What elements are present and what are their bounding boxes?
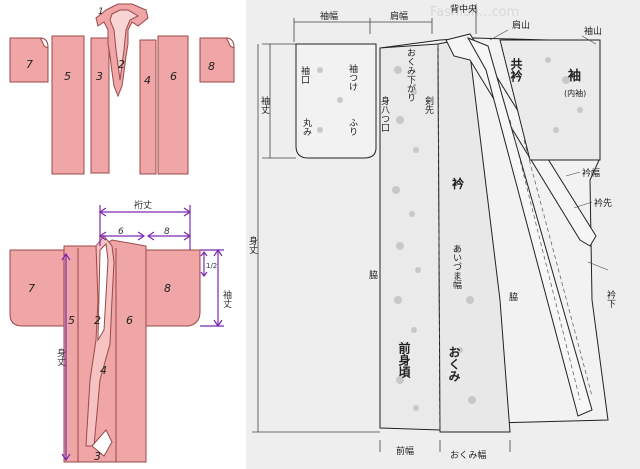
label-maru-mi: 丸み (301, 117, 312, 136)
piece-8 (199, 37, 235, 83)
label-mae-haba: 前幅 (396, 445, 414, 457)
label-eri-haba: 衿幅 (582, 167, 600, 179)
cut-piece-numbers: 7 5 3 2 1 4 6 8 (26, 7, 215, 87)
piece-number: 2 (94, 314, 101, 327)
label-eri-shita: 衿下 (605, 289, 616, 309)
top-dimensions (293, 4, 477, 42)
label-waki-right: 脇 (507, 292, 518, 302)
label-eri: 衿 (452, 176, 464, 191)
left-dimensions (252, 43, 380, 433)
piece-number: 4 (144, 74, 151, 87)
assembled-dimension-labels: 裄丈 6 8 袖丈 1/2 身丈 (55, 199, 232, 367)
left-sleeve (9, 249, 65, 327)
label-sode: 袖 (568, 68, 581, 84)
dim-6-label: 6 (118, 227, 124, 237)
left-sleeve-outline (295, 43, 377, 159)
label-sode-tsuke: 袖つけ (347, 63, 358, 91)
sleeve-length-label: 袖丈 (259, 95, 270, 115)
cut-pieces-diagram (9, 3, 235, 175)
leader-lines (489, 29, 609, 271)
assembled-piece-numbers: 7 5 2 6 4 8 3 (28, 282, 171, 463)
shoulder-width-label: 肩幅 (390, 10, 408, 22)
label-mi-yatsu-kuchi: 身八つ口 (379, 95, 390, 132)
dim-half-label: 1/2 (206, 262, 217, 270)
assembled-kimono (9, 235, 201, 463)
piece-number: 7 (26, 58, 33, 71)
floral-pattern (317, 57, 583, 411)
dim-body-length-label: 身丈 (55, 347, 66, 367)
label-sode-guchi: 袖口 (299, 65, 310, 84)
piece-number: 8 (208, 60, 215, 73)
piece-4 (139, 39, 157, 175)
piece-number: 5 (68, 314, 75, 327)
label-waki-left: 脇 (367, 270, 378, 280)
piece-number: 3 (96, 70, 103, 83)
diagram-labels: 肩山 袖山 共衿 袖 (内袖) 袖口 袖つけ おくみ下がり 丸み ふり 身八つ口… (299, 19, 616, 461)
piece-number: 1 (98, 7, 104, 17)
bottom-dimensions (379, 440, 511, 452)
label-mae-mi-goro: 前身頃 (397, 341, 411, 379)
dim-8-label: 8 (164, 227, 170, 237)
front-overlap-fold (91, 429, 113, 457)
body-length-label: 身丈 (247, 235, 258, 255)
label-sode-yama: 袖山 (584, 25, 602, 37)
piece-number: 3 (94, 450, 101, 463)
sleeve-width-label: 袖幅 (320, 10, 338, 22)
piece-number: 6 (170, 70, 177, 83)
right-sleeve-outline (499, 39, 601, 161)
label-aizuma-haba: あいづま幅 (451, 244, 462, 290)
label-eri-saki: 衿先 (594, 197, 612, 209)
label-tomo-eri: 共衿 (509, 57, 523, 83)
piece-3 (90, 37, 110, 174)
piece-number: 2 (118, 58, 125, 71)
piece-6 (157, 35, 189, 175)
label-kata-yama: 肩山 (512, 19, 530, 31)
label-furi: ふり (347, 118, 358, 136)
collar-band (85, 235, 115, 447)
piece-number: 8 (164, 282, 171, 295)
piece-number: 4 (100, 364, 107, 377)
label-okumi-sagari: おくみ下がり (405, 48, 416, 102)
dim-yuki-label: 裄丈 (134, 199, 152, 211)
assembled-dimensions (61, 205, 224, 462)
garment-outline (295, 33, 609, 433)
guide-lines (437, 43, 593, 431)
piece-number: 5 (64, 70, 71, 83)
piece-number: 6 (126, 314, 133, 327)
label-uchi-sode: (内袖) (564, 88, 586, 98)
piece-5 (51, 35, 85, 175)
label-okumi-haba: おくみ幅 (450, 449, 486, 461)
label-ken-saki: 剣先 (423, 96, 434, 115)
label-okumi: おくみ (447, 346, 461, 382)
back-center-label: 背中央 (450, 3, 477, 15)
right-sleeve (145, 249, 201, 327)
piece-number: 7 (28, 282, 35, 295)
dim-sleeve-length-label: 袖丈 (221, 289, 232, 309)
inner-collar (466, 37, 593, 417)
watermark: Fashion...com (430, 5, 519, 20)
